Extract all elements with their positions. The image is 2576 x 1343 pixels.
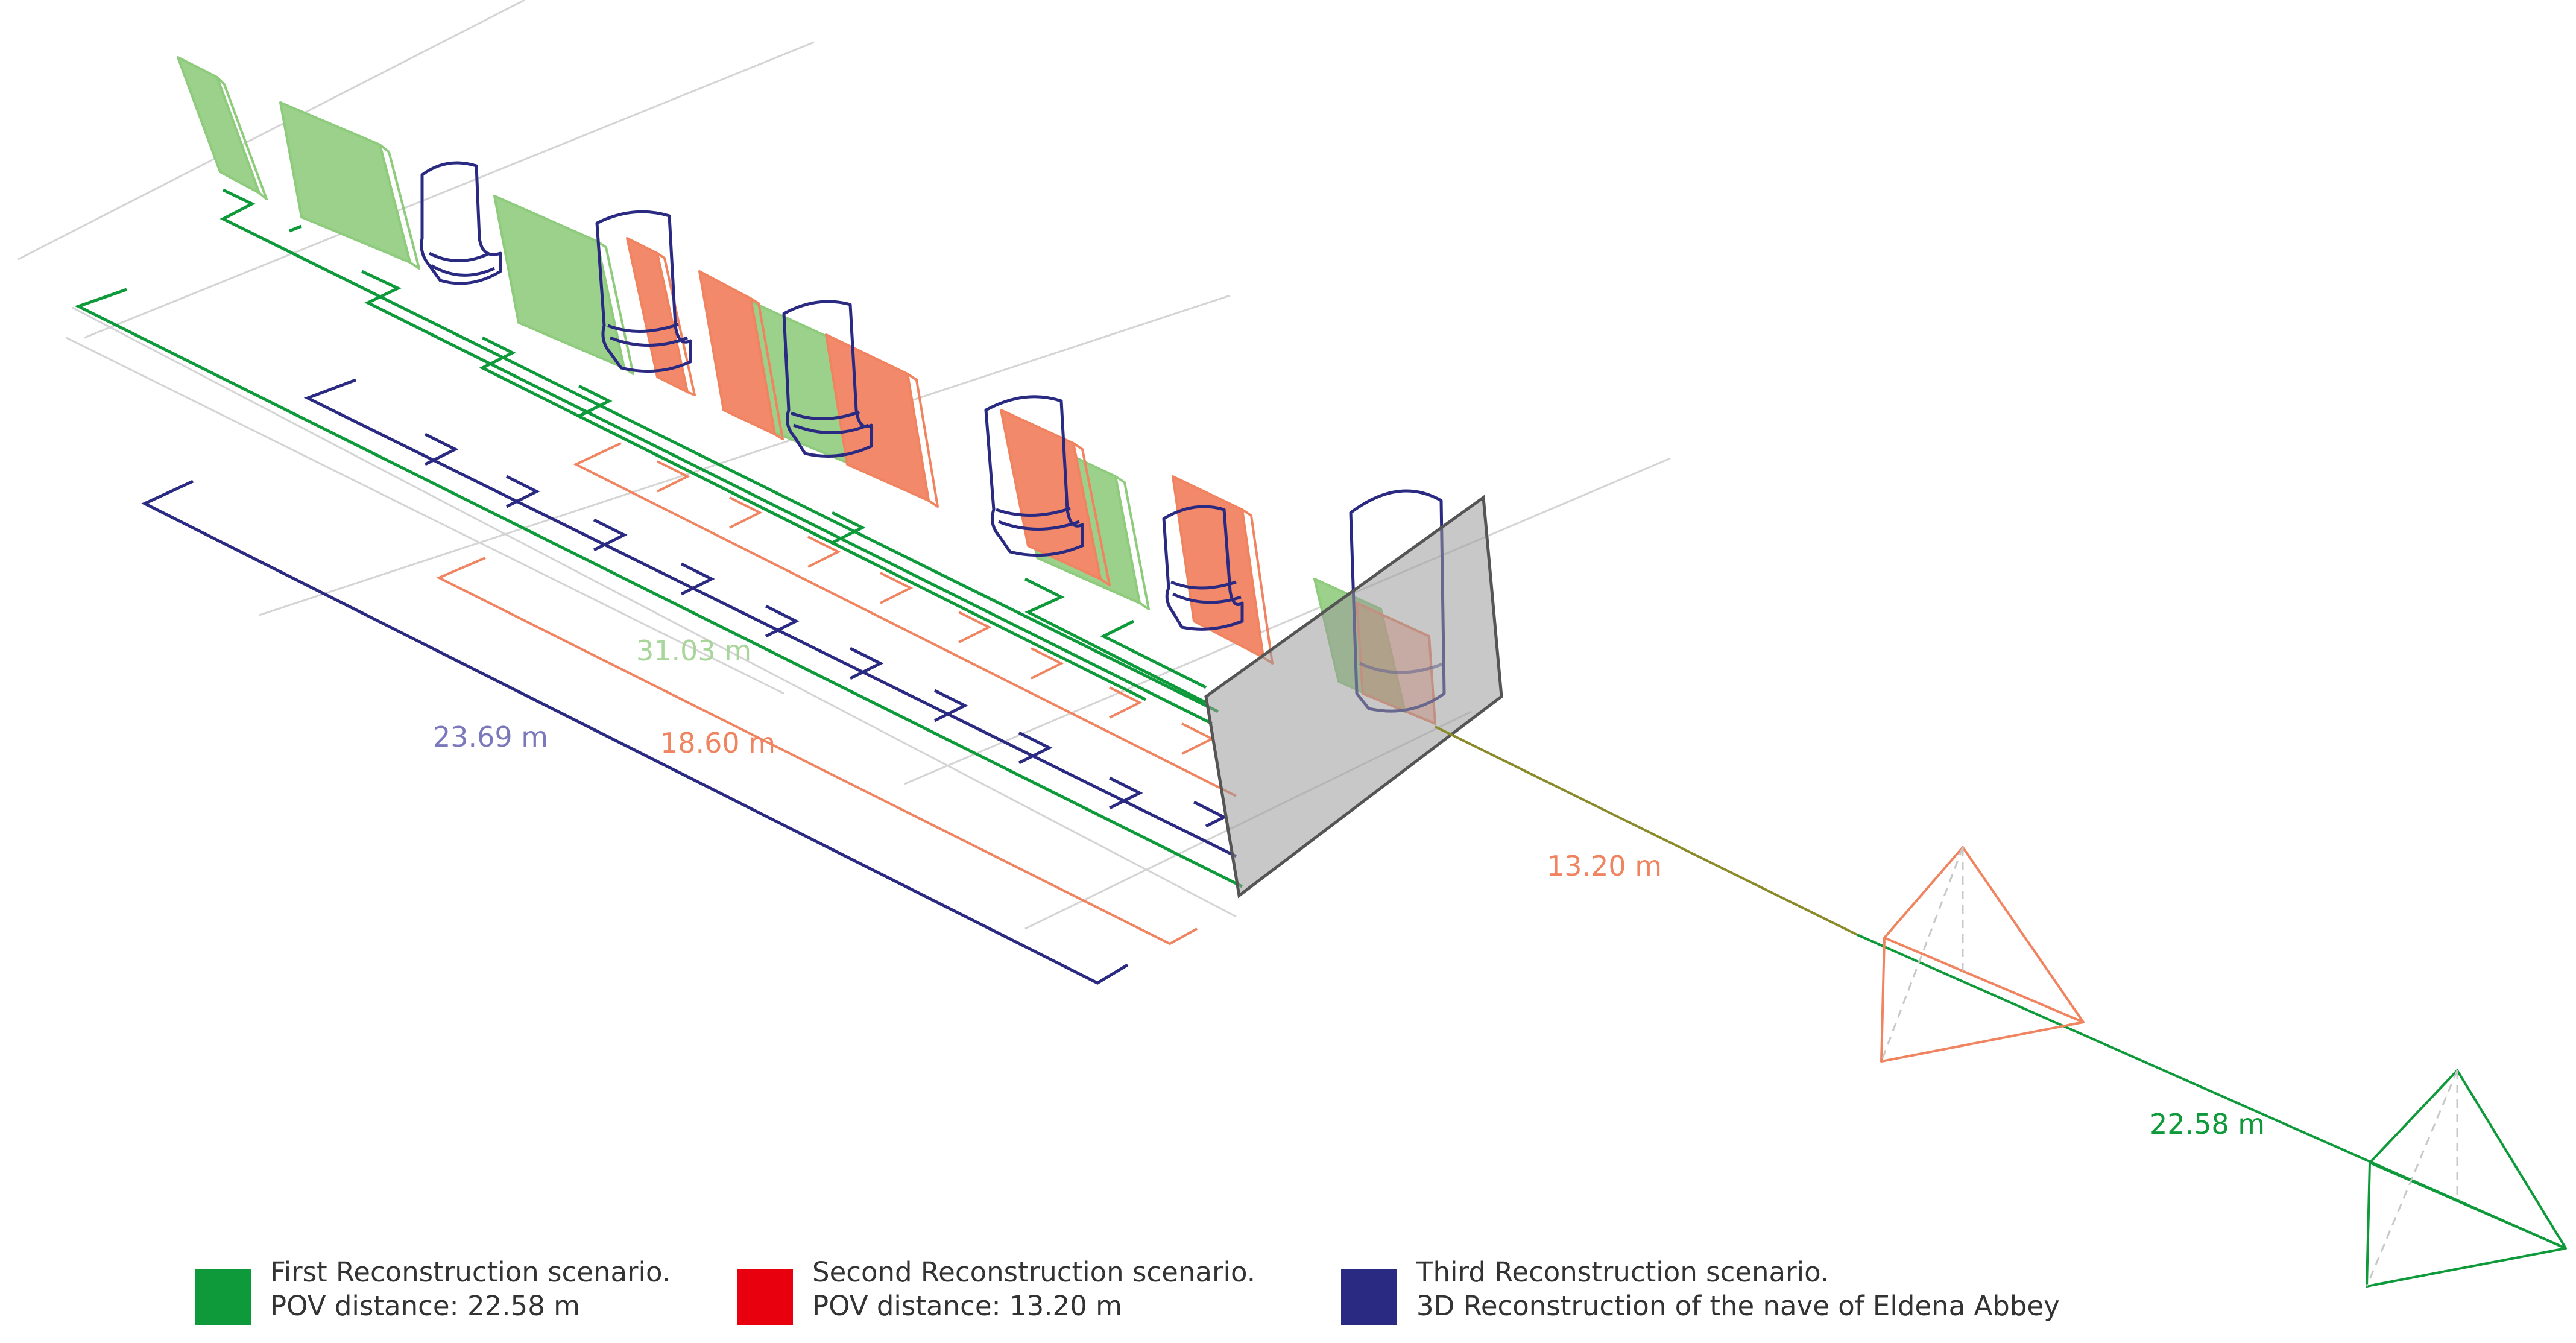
blue-pillar-2 (595, 210, 692, 373)
orange-panel-1 (626, 237, 689, 393)
camera-pyramid-first (2366, 1069, 2567, 1288)
blue-pillar-4 (984, 395, 1084, 557)
orange-panel-4-side (1072, 442, 1111, 586)
legend-second-detail: POV distance: 13.20 m (812, 1290, 1122, 1322)
legend-first-title: First Reconstruction scenario. (270, 1256, 671, 1288)
picture-plane (1204, 495, 1503, 899)
legend-swatch-red (737, 1269, 793, 1325)
legend-swatch-blue (1341, 1269, 1397, 1325)
blue-pillar-1 (420, 161, 502, 285)
green-panel-1-side (216, 76, 268, 200)
orange-plan-outline (436, 442, 1237, 946)
green-panel-2-side (379, 144, 420, 270)
legend-first: First Reconstruction scenario. POV dista… (195, 1256, 671, 1325)
label-pov-first: 22.58 m (2150, 1108, 2265, 1140)
label-pov-second: 13.20 m (1547, 850, 1662, 882)
sight-line-olive (1435, 725, 1858, 936)
label-total-green: 31.03 m (636, 634, 751, 667)
label-total-orange: 18.60 m (660, 727, 775, 759)
camera-pyramid-second (1880, 846, 2085, 1063)
legend-third-detail: 3D Reconstruction of the nave of Eldena … (1416, 1290, 2060, 1322)
blue-plan-outline (141, 378, 1237, 985)
legend-third: Third Reconstruction scenario. 3D Recons… (1341, 1256, 2060, 1325)
green-panel-5-side (1114, 475, 1150, 610)
blue-pillar-3 (782, 300, 873, 458)
blue-pillar-5 (1162, 505, 1244, 631)
orange-panel-1-side (656, 252, 696, 396)
green-plan-outline (74, 188, 1243, 888)
legend-second-title: Second Reconstruction scenario. (812, 1256, 1256, 1288)
orange-panel-2-side (750, 297, 784, 440)
legend-swatch-green (195, 1269, 251, 1325)
legend-second: Second Reconstruction scenario. POV dist… (737, 1256, 1255, 1325)
legend-third-title: Third Reconstruction scenario. (1416, 1256, 1829, 1288)
orange-panel-3-side (906, 373, 939, 508)
green-panel-3-side (596, 240, 634, 375)
perspective-guides (17, 0, 1671, 930)
legend-first-detail: POV distance: 22.58 m (270, 1290, 580, 1322)
label-total-blue: 23.69 m (433, 721, 548, 753)
